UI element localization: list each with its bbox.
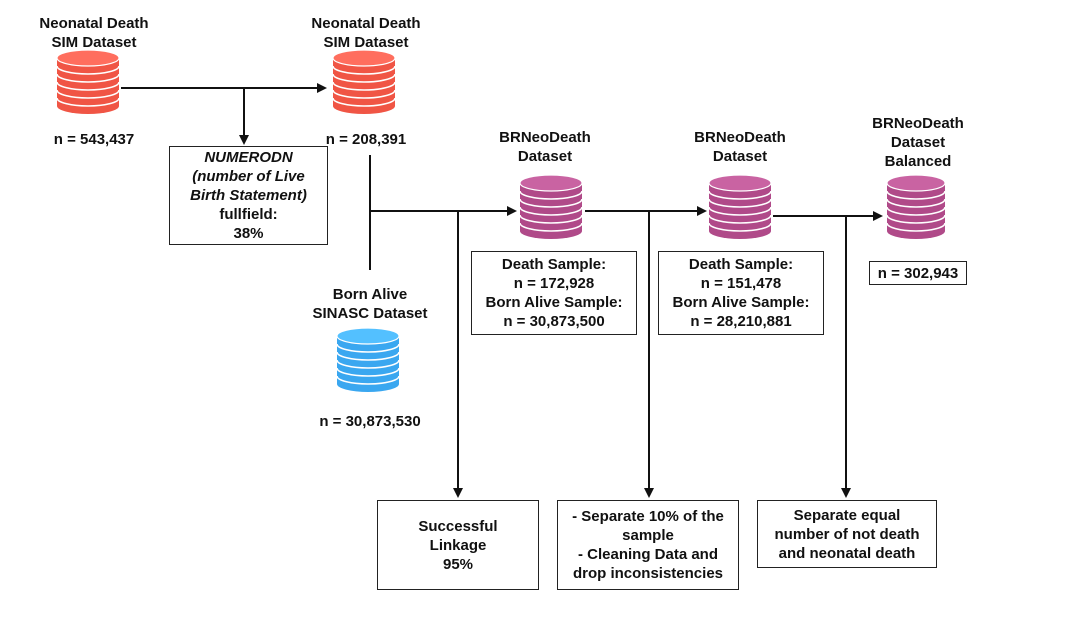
brneo3-stats-box: n = 302,943	[869, 261, 967, 285]
brneo1-database-icon	[519, 174, 583, 239]
linkage-box: Successful Linkage 95%	[377, 500, 539, 590]
balance-box: Separate equal number of not death and n…	[757, 500, 937, 568]
separate-box: - Separate 10% of the sample - Cleaning …	[557, 500, 739, 590]
numerodn-box: NUMERODN (number of Live Birth Statement…	[169, 146, 328, 245]
sinasc-count: n = 30,873,530	[319, 413, 421, 430]
sim1-count: n = 543,437	[53, 131, 135, 148]
sim2-database-icon	[332, 49, 396, 114]
sinasc-database-icon	[336, 327, 400, 392]
brneo2-stats-box: Death Sample: n = 151,478 Born Alive Sam…	[658, 251, 824, 335]
connectors	[121, 83, 883, 498]
sim1-database-icon	[56, 49, 120, 114]
brneo3-database-icon	[886, 174, 946, 239]
brneo2-database-icon	[708, 174, 772, 239]
brneo1-stats-box: Death Sample: n = 172,928 Born Alive Sam…	[471, 251, 637, 335]
sim2-count: n = 208,391	[325, 131, 407, 148]
